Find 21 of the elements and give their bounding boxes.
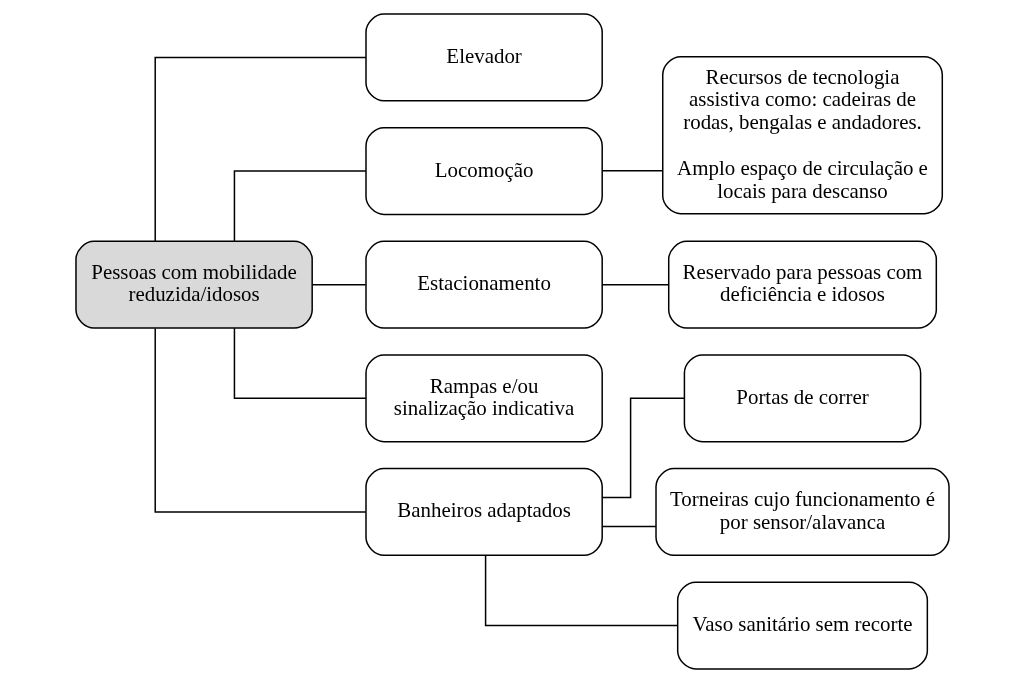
- node-box: Recursos de tecnologia assistiva como: cadeiras de rodas, bengalas e andadores. Amplo espaço de circulação e locais para descanso: [662, 55, 944, 215]
- connector: [601, 283, 670, 286]
- node-box: Locomoção: [365, 126, 603, 216]
- connector: [601, 525, 657, 528]
- connector: [154, 56, 367, 242]
- node-box: Pessoas com mobilidade reduzida/idosos: [75, 240, 313, 329]
- connector: [154, 327, 367, 513]
- node-box: Elevador: [365, 13, 603, 102]
- node-box: Rampas e/ou sinalização indicativa: [365, 354, 603, 443]
- connector: [484, 554, 678, 627]
- connector: [601, 397, 685, 499]
- connector: [233, 170, 367, 242]
- connector: [233, 327, 367, 400]
- node-box: Banheiros adaptados: [365, 467, 603, 557]
- connector: [601, 169, 664, 172]
- node-box: Reservado para pessoas com deficiência e idosos: [667, 240, 938, 329]
- connector: [311, 283, 367, 286]
- node-box: Torneiras cujo funcionamento é por sensor/alavanca: [655, 467, 950, 557]
- node-box: Estacionamento: [365, 240, 603, 329]
- node-box: Portas de correr: [683, 354, 922, 443]
- node-box: Vaso sanitário sem recorte: [676, 581, 929, 670]
